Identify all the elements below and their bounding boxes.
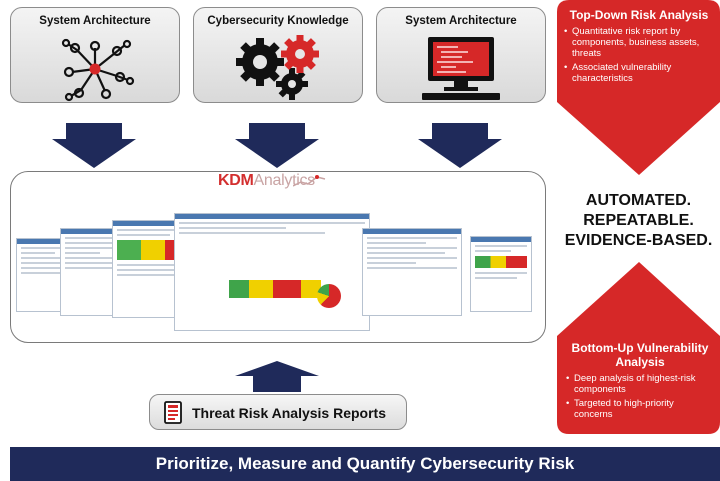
input-card-cybersecurity-knowledge: Cybersecurity Knowledge <box>193 7 363 103</box>
card-title: Cybersecurity Knowledge <box>207 15 349 27</box>
bottom-up-heading: Bottom-Up Vulnerability Analysis <box>571 341 709 369</box>
input-card-system-architecture-2: System Architecture <box>376 7 546 103</box>
top-down-heading: Top-Down Risk Analysis <box>569 8 709 22</box>
bottom-banner: Prioritize, Measure and Quantify Cyberse… <box>10 447 720 481</box>
top-down-bullet: Quantitative risk report by components, … <box>564 26 714 59</box>
kdm-analytics-logo: KDMAnalytics <box>218 172 315 189</box>
card-title: System Architecture <box>39 15 151 27</box>
input-card-system-architecture-1: System Architecture <box>10 7 180 103</box>
tagline-line: AUTOMATED. <box>585 192 692 209</box>
screenshot-thumbnail-5 <box>470 236 532 312</box>
bottom-up-bullet: Targeted to high-priority concerns <box>566 398 714 420</box>
reports-box: Threat Risk Analysis Reports <box>149 394 407 430</box>
tagline-line: EVIDENCE-BASED. <box>564 232 713 249</box>
top-down-bullet: Associated vulnerability characteristics <box>564 62 714 84</box>
document-icon <box>164 401 182 424</box>
tagline-line: REPEATABLE. <box>583 212 694 229</box>
reports-label: Threat Risk Analysis Reports <box>192 405 386 421</box>
center-tagline: AUTOMATED. REPEATABLE. EVIDENCE-BASED. <box>557 191 720 251</box>
screenshot-main <box>174 213 370 331</box>
network-graph-icon <box>61 38 135 102</box>
computer-code-icon <box>422 37 500 100</box>
bottom-up-panel: Bottom-Up Vulnerability Analysis Deep an… <box>566 341 714 423</box>
logo-spark-icon <box>293 175 326 187</box>
card-title: System Architecture <box>405 15 517 27</box>
down-arrow-2 <box>235 123 319 168</box>
up-arrow <box>235 361 319 392</box>
gears-icon <box>236 35 319 100</box>
screenshot-thumbnail-4 <box>362 228 462 316</box>
bottom-up-bullet: Deep analysis of highest-risk components <box>566 373 714 395</box>
top-down-panel: Top-Down Risk Analysis Quantitative risk… <box>564 8 714 87</box>
down-arrow-1 <box>52 123 136 168</box>
down-arrow-3 <box>418 123 502 168</box>
